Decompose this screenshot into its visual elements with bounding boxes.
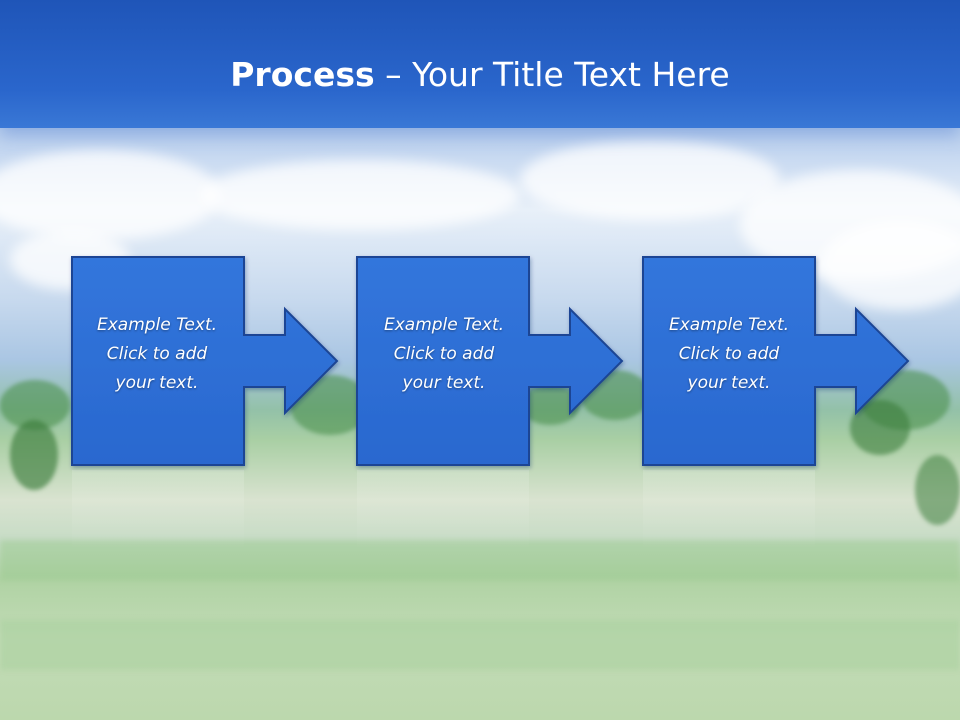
step-3-line-1: Example Text. bbox=[668, 315, 790, 335]
step-2-line-1: Example Text. bbox=[383, 315, 505, 335]
step-3-reflection bbox=[643, 470, 815, 550]
step-2-text[interactable]: Example Text. Click to add your text. bbox=[359, 311, 529, 398]
slide-title[interactable]: Process – Your Title Text Here bbox=[0, 50, 960, 100]
step-1-line-1: Example Text. bbox=[96, 315, 218, 335]
step-1-line-2: Click to add bbox=[106, 344, 208, 364]
step-3-line-2: Click to add bbox=[678, 344, 780, 364]
step-3-shape[interactable] bbox=[642, 256, 910, 466]
title-rest: – Your Title Text Here bbox=[374, 55, 730, 94]
field-band bbox=[0, 620, 960, 670]
step-2-line-3: your text. bbox=[402, 373, 486, 393]
step-1-line-3: your text. bbox=[115, 373, 199, 393]
step-3-text[interactable]: Example Text. Click to add your text. bbox=[644, 311, 814, 398]
title-strong: Process bbox=[230, 55, 375, 94]
step-3-line-3: your text. bbox=[687, 373, 771, 393]
step-1-shape[interactable] bbox=[71, 256, 339, 466]
step-1-text[interactable]: Example Text. Click to add your text. bbox=[72, 311, 242, 398]
title-bar bbox=[0, 0, 960, 128]
step-2-reflection bbox=[357, 470, 529, 550]
step-2-line-2: Click to add bbox=[393, 344, 495, 364]
step-1-reflection bbox=[72, 470, 244, 550]
step-2-shape[interactable] bbox=[356, 256, 624, 466]
